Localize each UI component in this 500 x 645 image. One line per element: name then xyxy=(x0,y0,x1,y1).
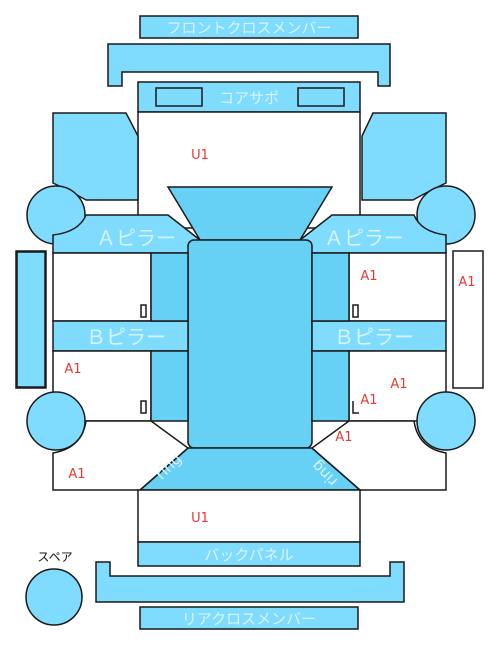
front-cross-member-box[interactable] xyxy=(139,15,359,39)
rear-glass-left[interactable] xyxy=(150,350,189,422)
rear-door-right-handle xyxy=(352,401,359,414)
front-glass-right[interactable] xyxy=(311,252,350,322)
a-pillar-left-label: Ａピラー xyxy=(96,226,176,250)
back-panel-label: バックパネル xyxy=(204,546,293,564)
spare-tire[interactable] xyxy=(25,568,83,626)
mark-trunk: U1 xyxy=(191,511,209,526)
mark-rear-door-left: A1 xyxy=(64,362,81,377)
rear-wheel-left[interactable] xyxy=(26,391,86,451)
front-door-right[interactable] xyxy=(348,252,447,322)
b-pillar-left[interactable] xyxy=(52,320,189,352)
mark-hood: U1 xyxy=(191,148,209,163)
mark-rear-quarter-left: A1 xyxy=(68,467,85,482)
front-bumper[interactable] xyxy=(107,43,391,87)
mark-rear-door-right-upper: A1 xyxy=(390,377,407,392)
b-pillar-right-label: Ｂピラー xyxy=(334,325,414,349)
front-door-left[interactable] xyxy=(52,252,152,322)
windshield[interactable] xyxy=(166,186,334,241)
rocker-left-fill xyxy=(16,251,46,388)
rear-wheel-right[interactable] xyxy=(416,391,476,451)
front-glass-left[interactable] xyxy=(150,252,189,322)
front-cross-member-label: フロントクロスメンバー xyxy=(166,19,331,37)
rear-glass-right[interactable] xyxy=(311,350,350,422)
front-door-right-handle xyxy=(352,304,359,318)
core-support-right-slot xyxy=(297,87,345,107)
rear-quarter-right[interactable] xyxy=(310,420,447,491)
mark-front-door-right: A1 xyxy=(360,269,377,284)
mark-rocker-right: A1 xyxy=(458,275,475,290)
a-pillar-right-label: Ａピラー xyxy=(324,226,404,250)
rocker-right[interactable] xyxy=(452,250,484,389)
front-door-left-handle xyxy=(140,304,147,318)
spare-label: スペア xyxy=(37,550,72,564)
front-fender-right[interactable] xyxy=(361,112,447,201)
trunk[interactable] xyxy=(137,489,361,543)
roof[interactable] xyxy=(187,239,313,449)
rear-bumper[interactable] xyxy=(95,561,405,603)
rear-cross-member-box[interactable] xyxy=(139,606,359,630)
mark-rear-quarter-right: A1 xyxy=(335,430,352,445)
rear-cross-member-label: リアクロスメンバー xyxy=(182,610,316,628)
mark-rear-door-right-lower: A1 xyxy=(360,393,377,408)
rear-door-left-handle xyxy=(140,400,147,414)
b-pillar-right[interactable] xyxy=(311,320,447,352)
core-support-label: コアサポ xyxy=(219,89,279,107)
core-support-left-slot xyxy=(155,87,203,107)
back-panel[interactable] xyxy=(137,541,361,567)
b-pillar-left-label: Ｂピラー xyxy=(86,325,166,349)
